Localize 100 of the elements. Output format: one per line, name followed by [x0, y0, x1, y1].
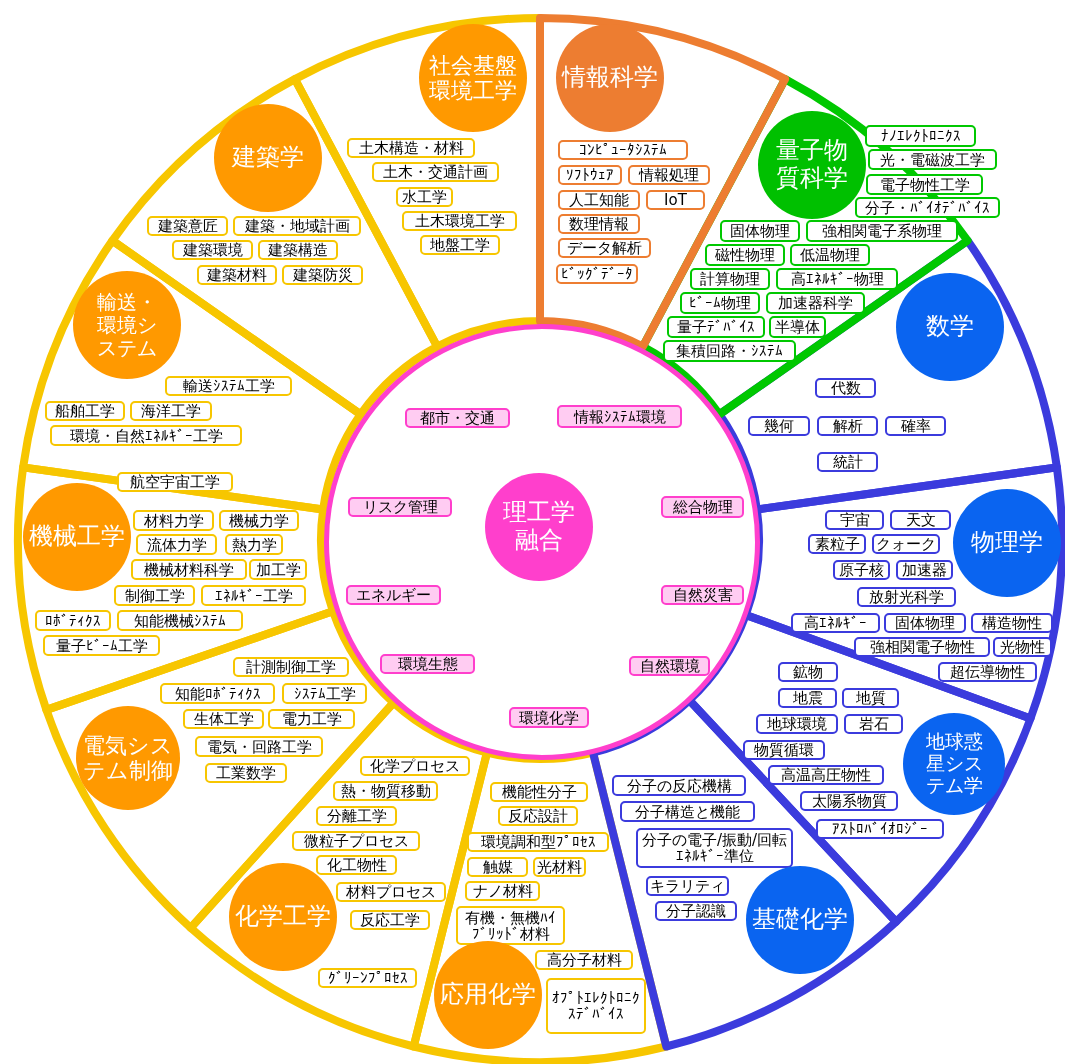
topic-tag: 分子認識 — [655, 901, 737, 921]
field-circle: 応用化学 — [434, 941, 542, 1049]
topic-tag: 数理情報 — [558, 214, 640, 234]
topic-tag: 強相関電子系物理 — [806, 220, 958, 242]
topic-tag: 地球環境 — [756, 714, 838, 734]
topic-tag: 確率 — [885, 416, 946, 436]
topic-tag: 計算物理 — [690, 268, 770, 290]
topic-tag: 熱・物質移動 — [333, 781, 438, 801]
topic-tag: 超伝導物性 — [938, 662, 1037, 682]
topic-tag: 電力工学 — [268, 709, 355, 729]
topic-tag: 分子の電子/振動/回転ｴﾈﾙｷﾞｰ準位 — [636, 828, 793, 868]
topic-tag: 地震 — [778, 688, 837, 708]
topic-tag: 高ｴﾈﾙｷﾞｰ物理 — [776, 268, 898, 290]
topic-tag: ｺﾝﾋﾟｭｰﾀｼｽﾃﾑ — [558, 140, 688, 160]
topic-tag: データ解析 — [558, 238, 651, 258]
topic-tag: 固体物理 — [720, 220, 800, 242]
topic-tag: 鉱物 — [778, 662, 838, 682]
topic-tag: 分子・ﾊﾞｲｵﾃﾞﾊﾞｲｽ — [855, 197, 1000, 218]
topic-tag: 土木・交通計画 — [372, 162, 499, 182]
topic-tag: ｸﾞﾘｰﾝﾌﾟﾛｾｽ — [318, 968, 417, 988]
topic-tag: 電子物性工学 — [866, 174, 983, 195]
topic-tag: 高分子材料 — [535, 950, 633, 970]
topic-tag: 代数 — [815, 378, 876, 398]
topic-tag: 機械力学 — [219, 510, 299, 531]
field-circle: 社会基盤環境工学 — [419, 24, 527, 132]
topic-tag: 分子構造と機能 — [620, 801, 755, 822]
field-circle: 物理学 — [953, 489, 1061, 597]
topic-tag: 環境化学 — [509, 707, 589, 728]
topic-tag: 宇宙 — [825, 510, 884, 530]
topic-tag: 光物性 — [993, 637, 1052, 657]
field-circle: 数学 — [896, 273, 1004, 381]
topic-tag: 固体物理 — [884, 613, 966, 633]
topic-tag: 素粒子 — [808, 534, 866, 554]
topic-tag: 建築環境 — [172, 240, 253, 260]
topic-tag: 人工知能 — [558, 190, 640, 210]
topic-tag: 知能ﾛﾎﾞﾃｨｸｽ — [160, 683, 275, 704]
topic-tag: 自然環境 — [629, 656, 710, 676]
topic-tag: 電気・回路工学 — [195, 736, 323, 757]
topic-tag: 化工物性 — [316, 855, 397, 875]
topic-tag: 建築意匠 — [147, 216, 228, 236]
topic-tag: キラリティ — [646, 876, 729, 896]
topic-tag: 光材料 — [533, 857, 586, 877]
topic-tag: 反応工学 — [350, 910, 430, 930]
topic-tag: 化学プロセス — [360, 756, 470, 776]
topic-tag: 加工学 — [249, 559, 307, 580]
topic-tag: 熱力学 — [225, 534, 283, 555]
topic-tag: 微粒子プロセス — [292, 831, 420, 851]
field-circle: 情報科学 — [556, 24, 664, 132]
center-circle: 理工学融合 — [485, 473, 593, 581]
topic-tag: 磁性物理 — [705, 244, 785, 266]
topic-tag: 計測制御工学 — [233, 657, 349, 677]
topic-tag: 情報ｼｽﾃﾑ環境 — [557, 405, 682, 428]
topic-tag: 放射光科学 — [857, 587, 956, 607]
topic-tag: IoT — [646, 190, 705, 210]
topic-tag: 生体工学 — [183, 709, 264, 729]
topic-tag: 光・電磁波工学 — [868, 149, 997, 170]
topic-tag: 低温物理 — [790, 244, 870, 266]
topic-tag: 高温高圧物性 — [768, 765, 884, 785]
topic-tag: 土木構造・材料 — [347, 138, 475, 158]
topic-tag: 航空宇宙工学 — [117, 472, 233, 492]
topic-tag: 建築材料 — [197, 265, 277, 285]
topic-tag: ﾋﾞｯｸﾞﾃﾞｰﾀ — [556, 264, 638, 284]
field-circle: 輸送・環境システム — [73, 271, 181, 379]
field-circle: 基礎化学 — [746, 866, 854, 974]
topic-tag: 機械材料科学 — [131, 559, 247, 580]
topic-tag: 建築防災 — [282, 265, 363, 285]
topic-tag: ｼｽﾃﾑ工学 — [282, 683, 367, 704]
topic-tag: ｵﾌﾟﾄｴﾚｸﾄﾛﾆｸｽﾃﾞﾊﾞｲｽ — [546, 978, 646, 1034]
topic-tag: 土木環境工学 — [402, 211, 517, 231]
field-circle: 量子物質科学 — [758, 111, 866, 219]
topic-tag: 知能機械ｼｽﾃﾑ — [117, 610, 243, 631]
topic-tag: 統計 — [817, 452, 878, 472]
topic-tag: 強相関電子物性 — [854, 637, 990, 657]
topic-tag: 有機・無機ﾊｲﾌﾞﾘｯﾄﾞ材料 — [456, 906, 565, 945]
topic-tag: 集積回路・ｼｽﾃﾑ — [663, 340, 796, 362]
topic-tag: 環境調和型ﾌﾟﾛｾｽ — [467, 832, 609, 852]
topic-tag: 量子ﾋﾞｰﾑ工学 — [43, 635, 160, 656]
topic-tag: 環境生態 — [380, 654, 475, 674]
topic-tag: 高ｴﾈﾙｷﾞｰ — [791, 613, 880, 633]
topic-tag: 工業数学 — [205, 763, 287, 783]
topic-tag: クォーク — [872, 534, 940, 554]
topic-tag: 建築・地域計画 — [233, 216, 361, 236]
topic-tag: 構造物性 — [971, 613, 1053, 633]
topic-tag: 天文 — [890, 510, 951, 530]
topic-tag: 岩石 — [844, 714, 903, 734]
topic-tag: ﾋﾞｰﾑ物理 — [680, 292, 760, 314]
topic-tag: 解析 — [817, 416, 878, 436]
field-circle: 建築学 — [214, 104, 322, 212]
topic-tag: 分子の反応機構 — [612, 775, 746, 796]
topic-tag: 加速器 — [896, 560, 953, 580]
topic-tag: 半導体 — [769, 316, 826, 338]
topic-tag: ﾛﾎﾞﾃｨｸｽ — [35, 610, 111, 631]
topic-tag: ｴﾈﾙｷﾞｰ工学 — [201, 585, 306, 606]
topic-tag: 原子核 — [833, 560, 890, 580]
field-circle: 地球惑星システム学 — [903, 713, 1005, 815]
topic-tag: 水工学 — [396, 187, 453, 207]
topic-tag: 輸送ｼｽﾃﾑ工学 — [165, 376, 292, 396]
topic-tag: ｿﾌﾄｳｪｱ — [558, 165, 622, 185]
topic-tag: 流体力学 — [136, 534, 217, 555]
topic-tag: 建築構造 — [258, 240, 338, 260]
